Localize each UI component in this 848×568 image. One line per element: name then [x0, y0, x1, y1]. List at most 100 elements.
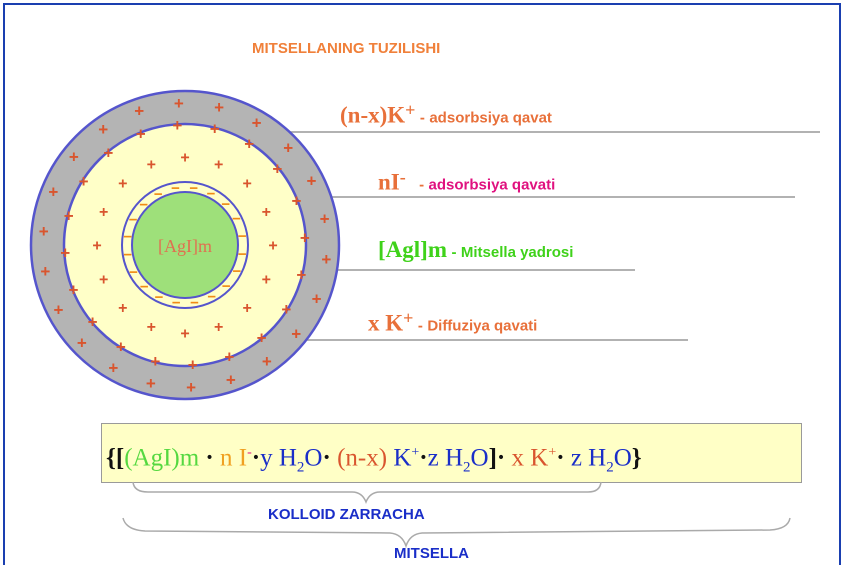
layer-label-2: nI- - adsorbsiya qavati [378, 167, 555, 195]
plus-sign: + [174, 94, 184, 113]
layer-1-charge: + [405, 100, 416, 120]
plus-sign: + [283, 139, 293, 158]
layer-2-charge: - [399, 167, 406, 187]
minus-sign: − [139, 197, 148, 214]
layer-1-symbol: (n-x)K [340, 102, 406, 128]
plus-sign: + [214, 98, 224, 117]
plus-sign: + [262, 352, 272, 371]
minus-sign: − [238, 228, 247, 245]
minus-sign: − [207, 289, 216, 306]
formula-close-brace: } [631, 444, 642, 472]
minus-sign: − [172, 295, 181, 312]
formula-zh2o-2: z H [570, 444, 607, 472]
plus-sign: + [292, 192, 302, 211]
formula-k1: K [393, 444, 412, 472]
plus-sign: + [243, 175, 252, 192]
minus-sign: − [140, 279, 149, 296]
minus-sign: − [129, 264, 138, 281]
layer-4-charge: + [403, 308, 414, 328]
plus-sign: + [98, 120, 108, 139]
plus-sign: + [40, 262, 50, 281]
plus-sign: + [99, 271, 108, 288]
plus-sign: + [54, 300, 64, 319]
plus-sign: + [268, 238, 277, 255]
plus-sign: + [296, 266, 306, 285]
layer-1-text: adsorbsiya qavat [429, 109, 552, 127]
plus-sign: + [214, 156, 223, 173]
formula-open-brace: {[ [106, 444, 125, 472]
plus-sign: + [108, 359, 118, 378]
formula-zh2o-1-sub: 2 [463, 459, 471, 476]
minus-sign: − [123, 229, 132, 246]
plus-sign: + [146, 374, 156, 393]
layer-1-dash: - [419, 109, 425, 127]
plus-sign: + [118, 175, 127, 192]
layer-2-text: adsorbsiya qavati [428, 176, 556, 194]
plus-sign: + [77, 333, 87, 352]
plus-sign: + [147, 156, 156, 173]
layer-label-1: (n-x)K+ - adsorbsiya qavat [340, 100, 552, 128]
layer-3-dash: - [451, 244, 457, 261]
plus-sign: + [252, 113, 262, 132]
plus-sign: + [262, 271, 271, 288]
plus-sign: + [210, 120, 220, 139]
plus-sign: + [64, 206, 74, 225]
formula-agi: (AgI)m [124, 444, 200, 472]
formula-yh2o: y H [260, 444, 297, 472]
plus-sign: + [312, 289, 322, 308]
formula-close-bracket: ] [488, 444, 497, 472]
frame-border [3, 3, 841, 565]
minus-sign: − [171, 180, 180, 197]
kolloid-zarracha-label: KOLLOID ZARRACHA [268, 506, 425, 523]
charge-signs: ++++++++++++++++++++++++++++++++++++++++… [39, 94, 332, 397]
formula-nx: (n-x) [337, 444, 388, 472]
micelle-formula: {[(AgI)m · n I-·y H2O· (n-x) K+·z H2O]· … [101, 423, 802, 483]
layer-2-symbol: nI [378, 169, 400, 195]
plus-sign: + [243, 300, 252, 317]
plus-sign: + [244, 135, 254, 154]
plus-sign: + [262, 204, 271, 221]
formula-yh2o-sub: 2 [296, 459, 305, 476]
micelle-core [131, 191, 239, 299]
plus-sign: + [134, 102, 144, 121]
plus-sign: + [118, 300, 127, 317]
plus-sign: + [307, 172, 317, 191]
formula-zh2o-2-sub: 2 [606, 459, 614, 476]
plus-sign: + [224, 348, 234, 367]
minus-sign: − [189, 180, 198, 197]
layer-label-3: [Agl]m - Mitsella yadrosi [378, 237, 573, 263]
minus-sign: − [154, 186, 163, 203]
layer-2-dash: - [419, 176, 425, 194]
minus-sign: − [221, 196, 230, 213]
plus-sign: + [300, 228, 310, 247]
formula-zh2o-1-o: O [470, 444, 489, 472]
plus-sign: + [272, 159, 282, 178]
formula-dot-1: · [205, 444, 214, 472]
minus-sign: − [238, 246, 247, 263]
mitsella-brace [122, 517, 791, 549]
kolloid-brace [132, 481, 602, 505]
layer-3-text: Mitsella yadrosi [460, 244, 574, 261]
plus-sign: + [172, 116, 182, 135]
minus-sign: − [207, 185, 216, 202]
formula-dot-6: · [556, 444, 565, 472]
layer-label-4: x K+ - Diffuziya qavati [368, 308, 537, 336]
plus-sign: + [180, 326, 189, 343]
formula-xk: x K [511, 444, 549, 472]
plus-sign: + [188, 356, 198, 375]
formula-zh2o-2-o: O [613, 444, 632, 472]
formula-dot-5: · [496, 444, 506, 472]
formula-yh2o-o: O [304, 444, 323, 472]
plus-sign: + [320, 210, 330, 229]
plus-sign: + [214, 319, 223, 336]
plus-sign: + [79, 172, 89, 191]
minus-sign: − [232, 211, 241, 228]
minus-sign: − [233, 263, 242, 280]
formula-ni-charge: - [247, 445, 252, 460]
layer-4-text: Diffuziya qavati [427, 317, 538, 335]
plus-sign: + [186, 378, 196, 397]
plus-sign: + [39, 222, 49, 241]
plus-sign: + [69, 280, 79, 299]
plus-sign: + [92, 238, 101, 255]
